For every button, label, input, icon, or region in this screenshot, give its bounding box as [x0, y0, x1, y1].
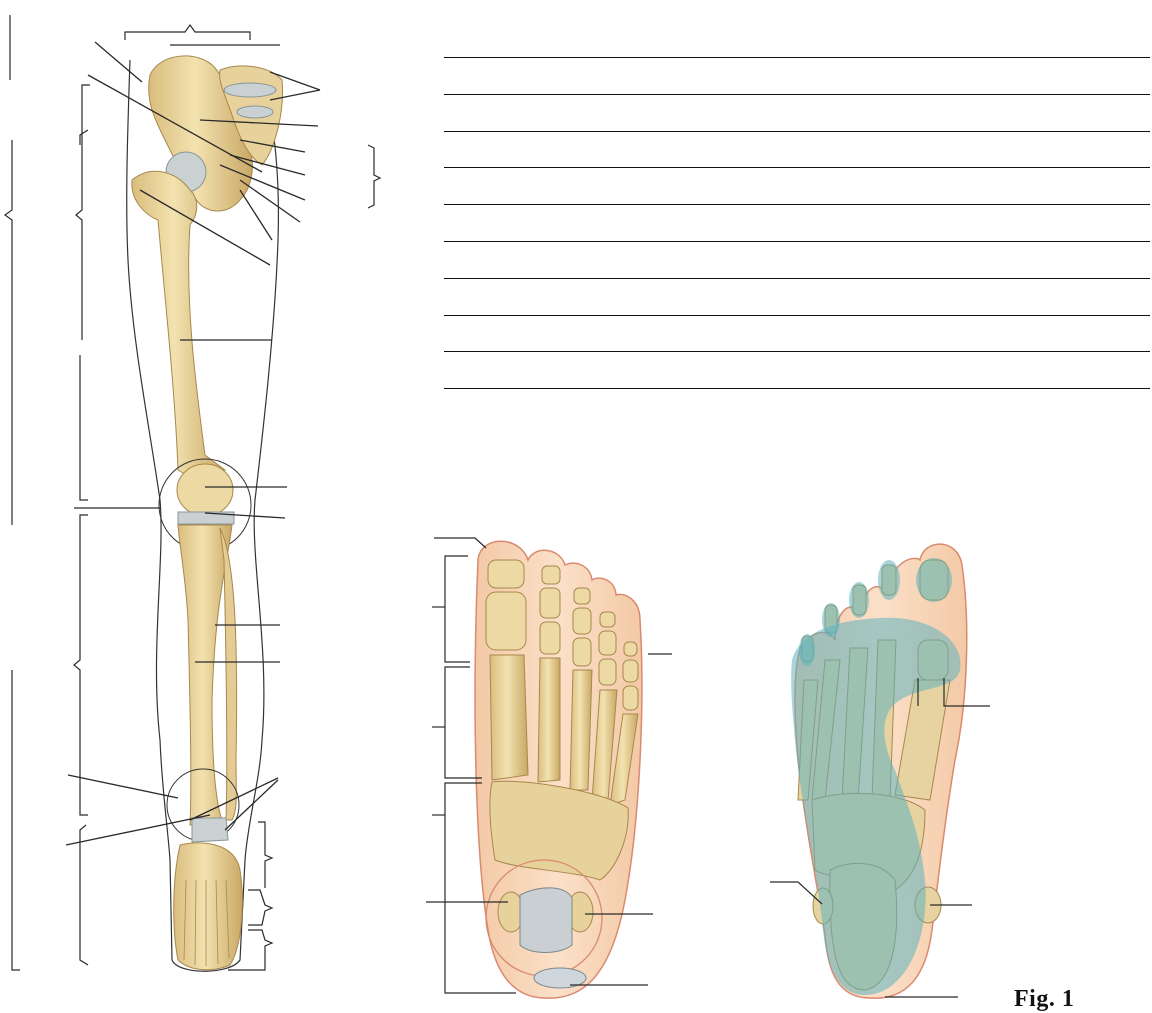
patella [177, 464, 233, 516]
intervertebral-disc [224, 83, 276, 97]
femur [132, 171, 225, 480]
pubic-cartilage [237, 106, 273, 118]
talus-dorsal [520, 888, 572, 953]
leg-skeleton-illustration [5, 15, 380, 971]
foot-dorsal-illustration [426, 538, 672, 998]
talus [192, 818, 228, 842]
foot-plantar-illustration [770, 544, 990, 998]
